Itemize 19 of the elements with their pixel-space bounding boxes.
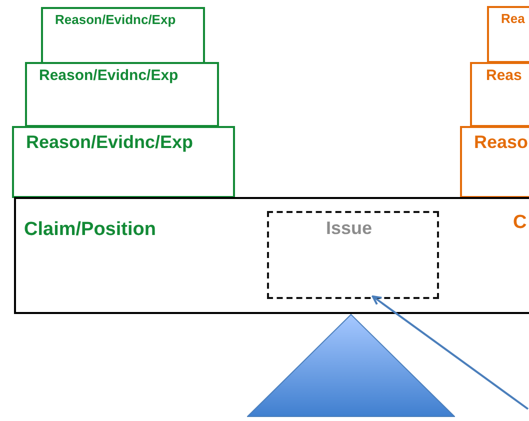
- seesaw-beam: [14, 197, 529, 314]
- reason-label: Reason/Evidnc/Exp: [26, 132, 194, 153]
- reason-label: Reaso: [474, 132, 528, 153]
- reason-label: Rea: [501, 11, 525, 26]
- claim-label: Claim/Position: [24, 219, 156, 241]
- reason-box: [25, 62, 219, 127]
- arrow: [372, 295, 529, 410]
- reason-box: [487, 6, 529, 63]
- reason-box: [460, 126, 529, 198]
- reason-box: [12, 126, 235, 198]
- reason-box: [41, 7, 205, 64]
- reason-box: [470, 62, 529, 127]
- claim-label: C: [513, 212, 527, 234]
- reason-label: Reason/Evidnc/Exp: [55, 12, 176, 27]
- issue-label: Issue: [326, 218, 372, 239]
- fulcrum-triangle: [247, 314, 455, 417]
- issue-box: [267, 211, 439, 299]
- reason-label: Reas: [486, 67, 522, 84]
- reason-label: Reason/Evidnc/Exp: [39, 67, 178, 84]
